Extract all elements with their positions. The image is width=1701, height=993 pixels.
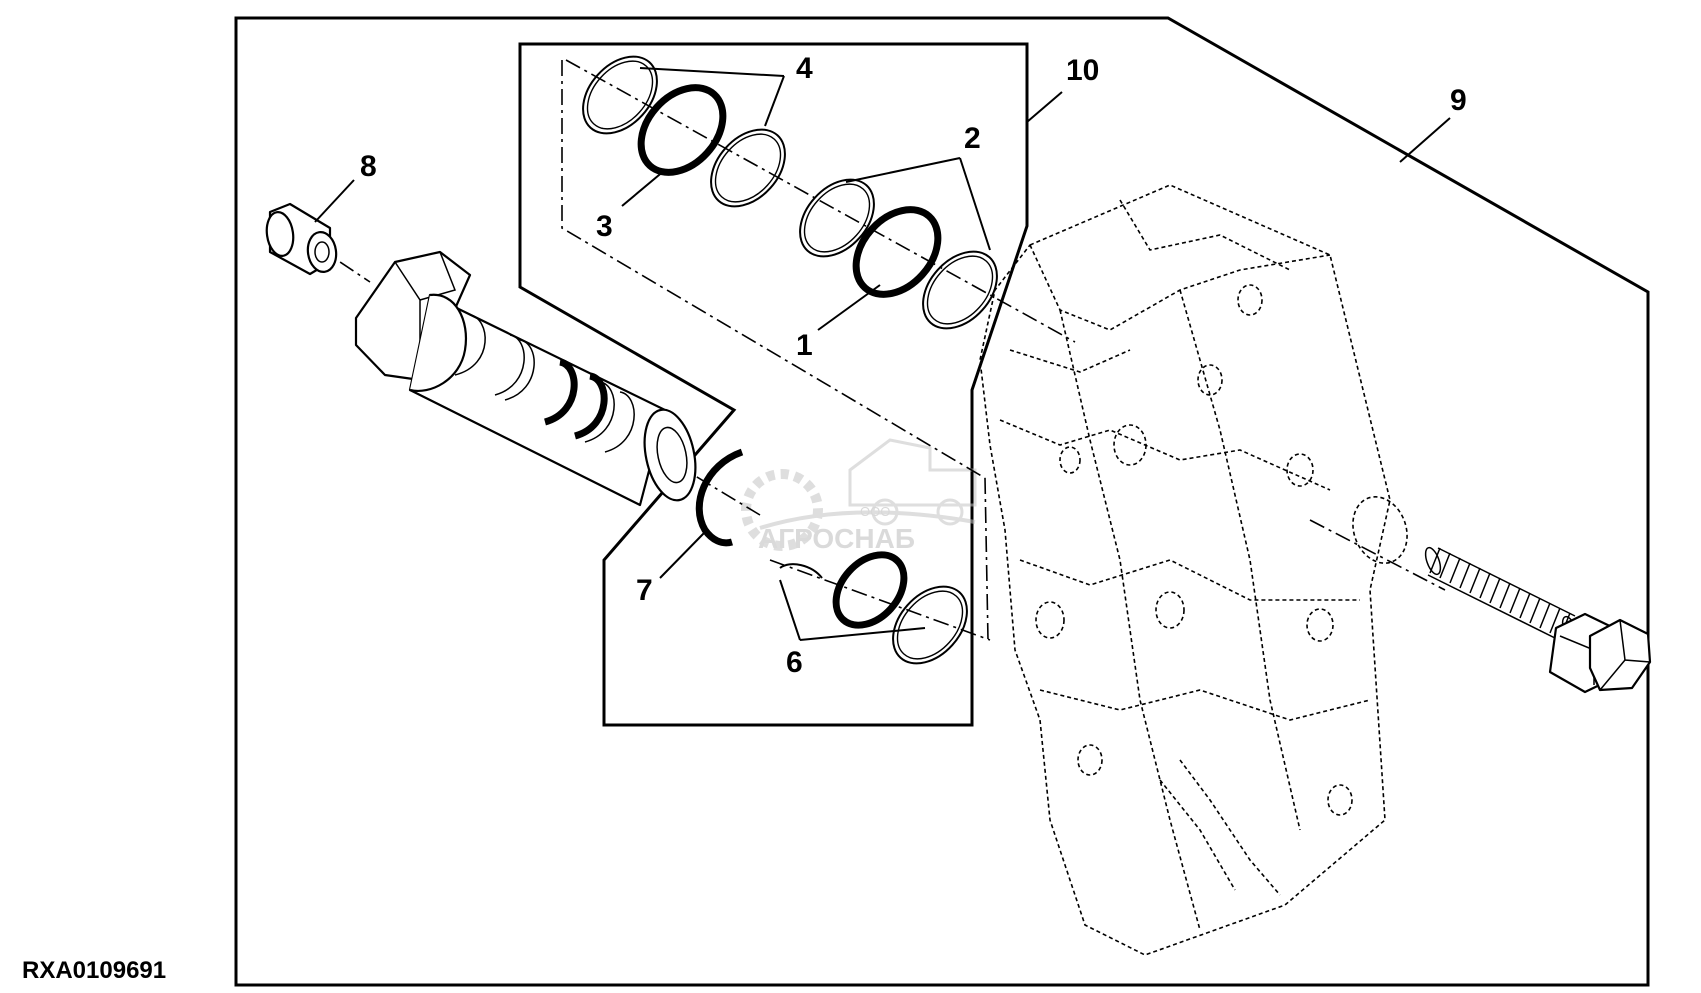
leader-3	[621, 169, 666, 207]
callout-7: 7	[636, 574, 653, 607]
oring-4a	[582, 55, 658, 135]
leader-4b	[764, 75, 785, 127]
leader-lines	[314, 67, 1451, 641]
oring-1	[852, 206, 942, 298]
valve-cartridge	[354, 250, 697, 507]
leader-8	[314, 179, 355, 223]
callout-4: 4	[796, 52, 813, 85]
oring-7	[695, 448, 744, 547]
spring	[1424, 546, 1579, 645]
watermark-prefix: ООО	[860, 504, 890, 519]
callout-1: 1	[796, 329, 813, 362]
leader-6b	[799, 627, 926, 641]
leader-2	[845, 157, 961, 183]
leader-1	[817, 284, 881, 331]
leader-2b	[959, 157, 991, 251]
leader-7	[659, 531, 706, 579]
oring-4b	[710, 128, 786, 208]
figure-id: RXA0109691	[22, 957, 166, 984]
callout-9: 9	[1450, 84, 1467, 117]
callout-10: 10	[1066, 54, 1099, 87]
oring-2a	[799, 178, 875, 258]
kit-10-outline	[518, 42, 1029, 727]
oring-6b	[832, 551, 908, 629]
agrosnab-watermark: ООО АГРОСНАБ	[741, 438, 977, 554]
callout-2: 2	[964, 122, 981, 155]
leader-9	[1399, 117, 1451, 163]
callout-6: 6	[786, 646, 803, 679]
callout-3: 3	[596, 210, 613, 243]
oring-3	[637, 84, 727, 176]
leader-4	[639, 67, 785, 77]
oring-2b	[922, 250, 998, 330]
leader-10	[1026, 91, 1063, 123]
hex-plug	[1548, 612, 1652, 694]
valve-housing-phantom	[979, 184, 1408, 956]
leader-6	[779, 579, 801, 641]
oring-6a	[779, 563, 823, 579]
plug-8	[265, 202, 338, 276]
oring-6c	[892, 585, 968, 665]
watermark-name: АГРОСНАБ	[758, 523, 915, 554]
callout-8: 8	[360, 150, 377, 183]
